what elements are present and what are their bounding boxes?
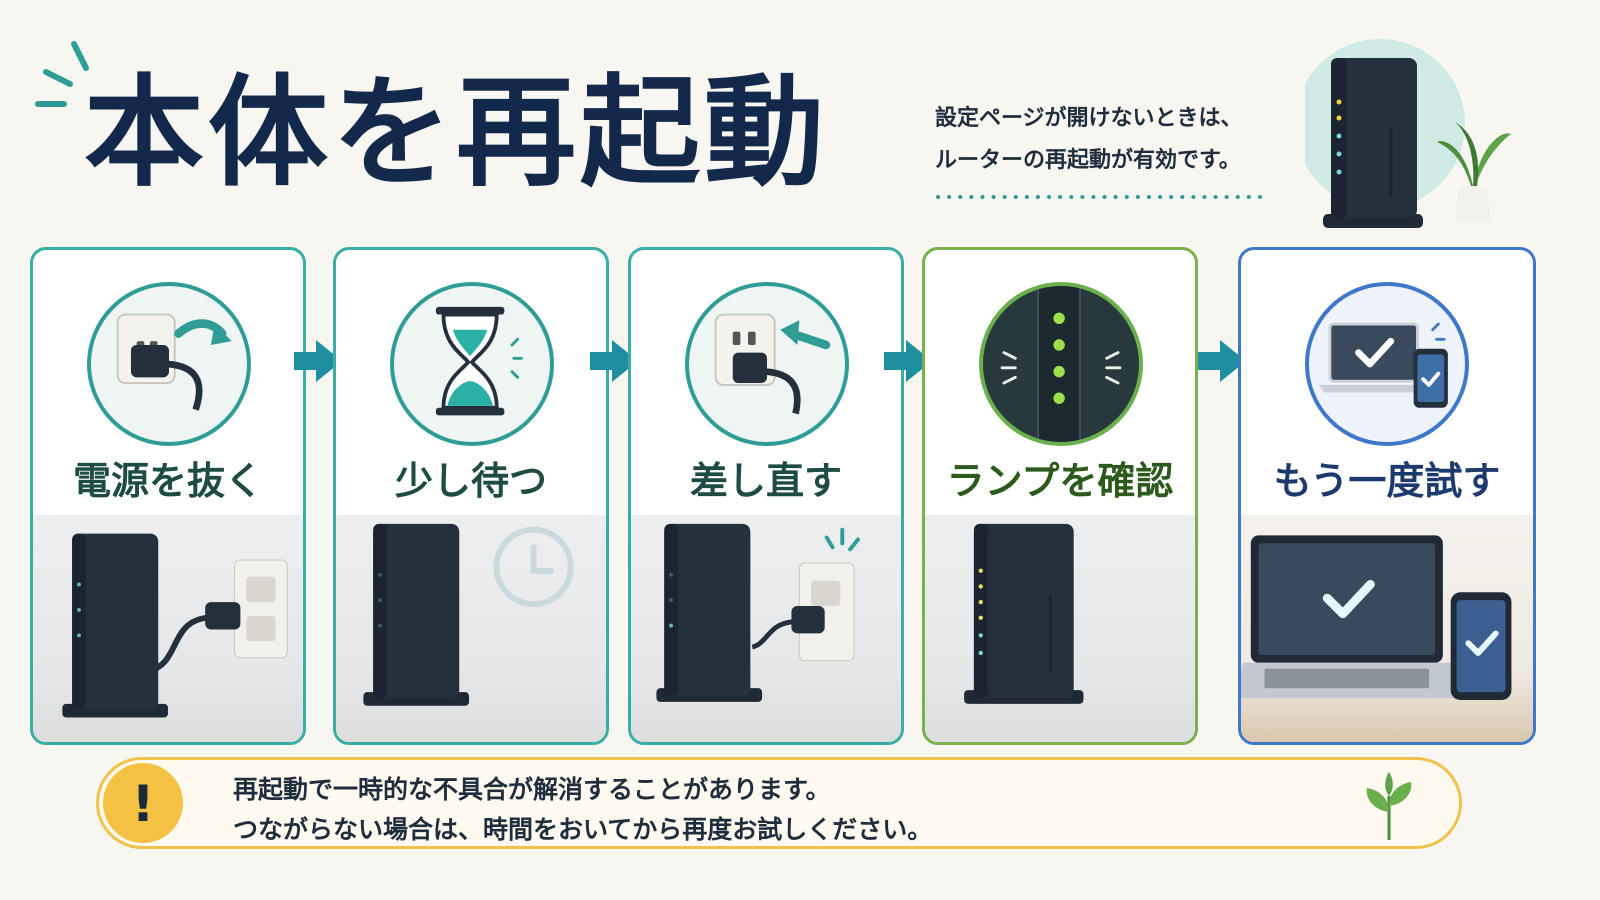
step-wait: 少し待つ bbox=[333, 247, 609, 745]
subtitle: 設定ページが開けないときは、 ルーターの再起動が有効です。 bbox=[935, 98, 1243, 182]
hourglass-icon bbox=[390, 282, 554, 446]
subtitle-line1: 設定ページが開けないときは、 bbox=[935, 106, 1243, 131]
arrow-right-icon bbox=[884, 340, 932, 382]
leaf-icon bbox=[1366, 772, 1412, 840]
step-photo bbox=[631, 515, 901, 742]
arrow-right-icon bbox=[590, 340, 638, 382]
subtitle-line2: ルーターの再起動が有効です。 bbox=[935, 148, 1241, 173]
step-retry: もう一度試す bbox=[1238, 247, 1536, 745]
exclamation-mark: ! bbox=[131, 775, 155, 833]
laptop-phone-check-icon bbox=[1305, 282, 1469, 446]
step-photo bbox=[33, 515, 303, 742]
step-label: もう一度試す bbox=[1273, 459, 1501, 503]
notice-line2: つながらない場合は、時間をおいてから再度お試しください。 bbox=[233, 815, 933, 844]
arrow-right-icon bbox=[1198, 340, 1246, 382]
sparkle-icon bbox=[35, 41, 89, 107]
step-unplug: 電源を抜く bbox=[30, 247, 306, 745]
step-label: ランプを確認 bbox=[946, 459, 1174, 503]
plug-insert-icon bbox=[685, 282, 849, 446]
step-label: 少し待つ bbox=[394, 459, 547, 503]
dotted-divider bbox=[936, 195, 1264, 199]
step-replug: 差し直す bbox=[628, 247, 904, 745]
plug-unplug-icon bbox=[87, 282, 251, 446]
router-lamp-icon bbox=[979, 282, 1143, 446]
notice-banner: ! 再起動で一時的な不具合が解消することがあります。 つながらない場合は、時間を… bbox=[96, 757, 1462, 849]
step-check-lamp: ランプを確認 bbox=[922, 247, 1198, 745]
step-photo bbox=[925, 515, 1195, 742]
step-label: 電源を抜く bbox=[72, 459, 263, 503]
step-photo bbox=[1241, 515, 1533, 742]
page-title: 本体を再起動 bbox=[84, 64, 828, 203]
arrow-right-icon bbox=[294, 340, 342, 382]
notice-line1: 再起動で一時的な不具合が解消することがあります。 bbox=[233, 775, 831, 804]
step-photo bbox=[336, 515, 606, 742]
step-label: 差し直す bbox=[689, 459, 842, 503]
router-illustration bbox=[1305, 39, 1511, 228]
exclamation-icon: ! bbox=[103, 763, 183, 843]
